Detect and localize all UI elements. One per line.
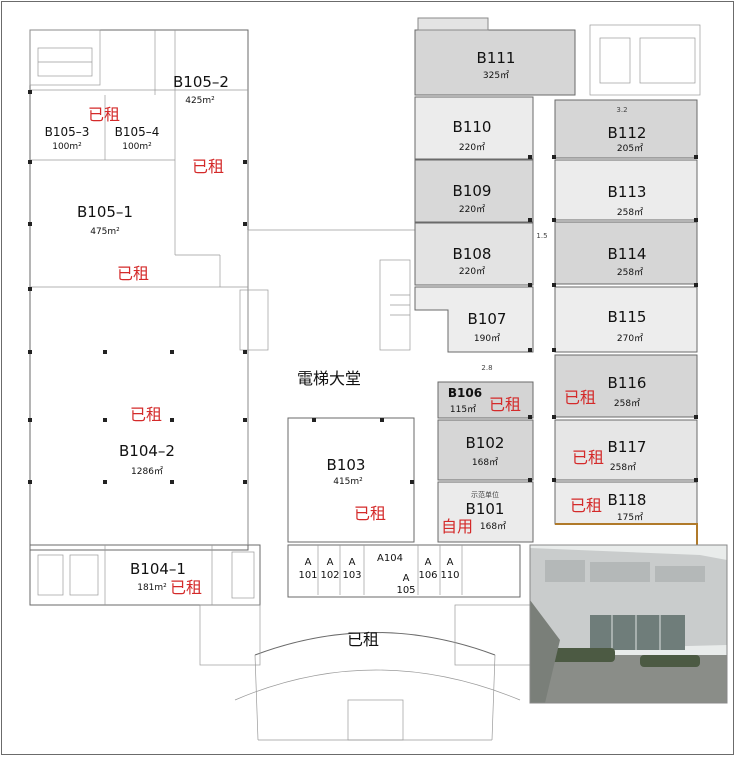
unit-b105-1-name: B105–1 bbox=[77, 203, 133, 221]
unit-b115-name: B115 bbox=[608, 308, 647, 326]
dimension-top-right: 3.2 bbox=[616, 106, 627, 114]
unit-b109-area: 220㎡ bbox=[459, 204, 485, 215]
unit-b118-name: B118 bbox=[608, 491, 647, 509]
unit-b113-name: B113 bbox=[608, 183, 647, 201]
unit-b105-2-name: B105–2 bbox=[173, 73, 229, 91]
rented-label-entrance: 已租 bbox=[347, 630, 379, 649]
unit-a105-line2: 105 bbox=[396, 585, 415, 596]
unit-b109-name: B109 bbox=[453, 182, 492, 200]
unit-b113-area: 258㎡ bbox=[617, 207, 643, 218]
unit-b110-area: 220㎡ bbox=[459, 142, 485, 153]
unit-a103-line2: 103 bbox=[342, 570, 361, 581]
rented-label-b105-1: 已租 bbox=[117, 264, 149, 283]
unit-a103-line1: A bbox=[349, 557, 356, 568]
unit-b102-name: B102 bbox=[466, 434, 505, 452]
unit-b116-name: B116 bbox=[608, 374, 647, 392]
rented-label-b105-2: 已租 bbox=[192, 157, 224, 176]
unit-a101-line2: 101 bbox=[298, 570, 317, 581]
unit-b112-name: B112 bbox=[608, 124, 647, 142]
rented-label-b104-2: 已租 bbox=[130, 405, 162, 424]
unit-b103-area: 415m² bbox=[333, 477, 363, 487]
unit-b111-name: B111 bbox=[477, 49, 516, 67]
rented-label-b106: 已租 bbox=[489, 395, 521, 414]
unit-a106-line2: 106 bbox=[418, 570, 437, 581]
photo-inset bbox=[529, 544, 728, 704]
columns bbox=[28, 90, 698, 484]
rented-label-b117: 已租 bbox=[572, 448, 604, 467]
unit-b102-area: 168㎡ bbox=[472, 457, 498, 468]
unit-b105-2-area: 425m² bbox=[185, 96, 215, 106]
unit-b105-3-name: B105–3 bbox=[45, 125, 90, 139]
elevator-lobby-label: 電梯大堂 bbox=[297, 369, 361, 388]
unit-b114-name: B114 bbox=[608, 245, 647, 263]
unit-b114-area: 258㎡ bbox=[617, 267, 643, 278]
rented-label-b104-1: 已租 bbox=[170, 578, 202, 597]
unit-b104-2-name: B104–2 bbox=[119, 442, 175, 460]
unit-b107-area: 190㎡ bbox=[474, 333, 500, 344]
unit-b112-area: 205㎡ bbox=[617, 143, 643, 154]
unit-b106-name: B106 bbox=[448, 386, 482, 400]
unit-b110-name: B110 bbox=[453, 118, 492, 136]
unit-b118-area: 175㎡ bbox=[617, 512, 643, 523]
unit-a102-line1: A bbox=[327, 557, 334, 568]
unit-b117-area: 258㎡ bbox=[610, 462, 636, 473]
left-wing-walls bbox=[29, 29, 261, 606]
unit-a104-name: A104 bbox=[377, 553, 403, 564]
rented-label-b118: 已租 bbox=[570, 496, 602, 515]
unit-b115-area: 270㎡ bbox=[617, 333, 643, 344]
unit-a110-line1: A bbox=[447, 557, 454, 568]
unit-b117-name: B117 bbox=[608, 438, 647, 456]
rented-label-b105-3: 已租 bbox=[88, 105, 120, 124]
unit-b104-2-area: 1286㎡ bbox=[131, 466, 163, 477]
unit-a102-line2: 102 bbox=[320, 570, 339, 581]
unit-b101-note: 示范单位 bbox=[471, 490, 499, 499]
unit-b103-name: B103 bbox=[327, 456, 366, 474]
unit-b105-4-name: B105–4 bbox=[115, 125, 160, 139]
dimension-corridor: 2.8 bbox=[481, 364, 492, 372]
unit-b105-4-area: 100m² bbox=[122, 142, 152, 152]
self-use-label-b101: 自用 bbox=[441, 517, 473, 536]
unit-b106-area: 115㎡ bbox=[450, 404, 476, 415]
unit-a110-line2: 110 bbox=[440, 570, 459, 581]
unit-b104-1-name: B104–1 bbox=[130, 560, 186, 578]
unit-a105-line1: A bbox=[403, 573, 410, 584]
right-wing-units bbox=[414, 17, 701, 545]
unit-b101-area: 168㎡ bbox=[480, 521, 506, 532]
unit-a106-line1: A bbox=[425, 557, 432, 568]
rented-label-b116: 已租 bbox=[564, 388, 596, 407]
rented-label-b103: 已租 bbox=[354, 504, 386, 523]
unit-b108-name: B108 bbox=[453, 245, 492, 263]
unit-b105-3-area: 100m² bbox=[52, 142, 82, 152]
unit-b111-area: 325㎡ bbox=[483, 70, 509, 81]
unit-b101-name: B101 bbox=[466, 500, 505, 518]
unit-a101-line1: A bbox=[305, 557, 312, 568]
unit-b107-name: B107 bbox=[468, 310, 507, 328]
unit-b116-area: 258㎡ bbox=[614, 398, 640, 409]
unit-b108-area: 220㎡ bbox=[459, 266, 485, 277]
unit-b104-1-area: 181m² bbox=[137, 583, 167, 593]
dimension-mid: 1.5 bbox=[536, 232, 547, 240]
unit-b105-1-area: 475m² bbox=[90, 227, 120, 237]
